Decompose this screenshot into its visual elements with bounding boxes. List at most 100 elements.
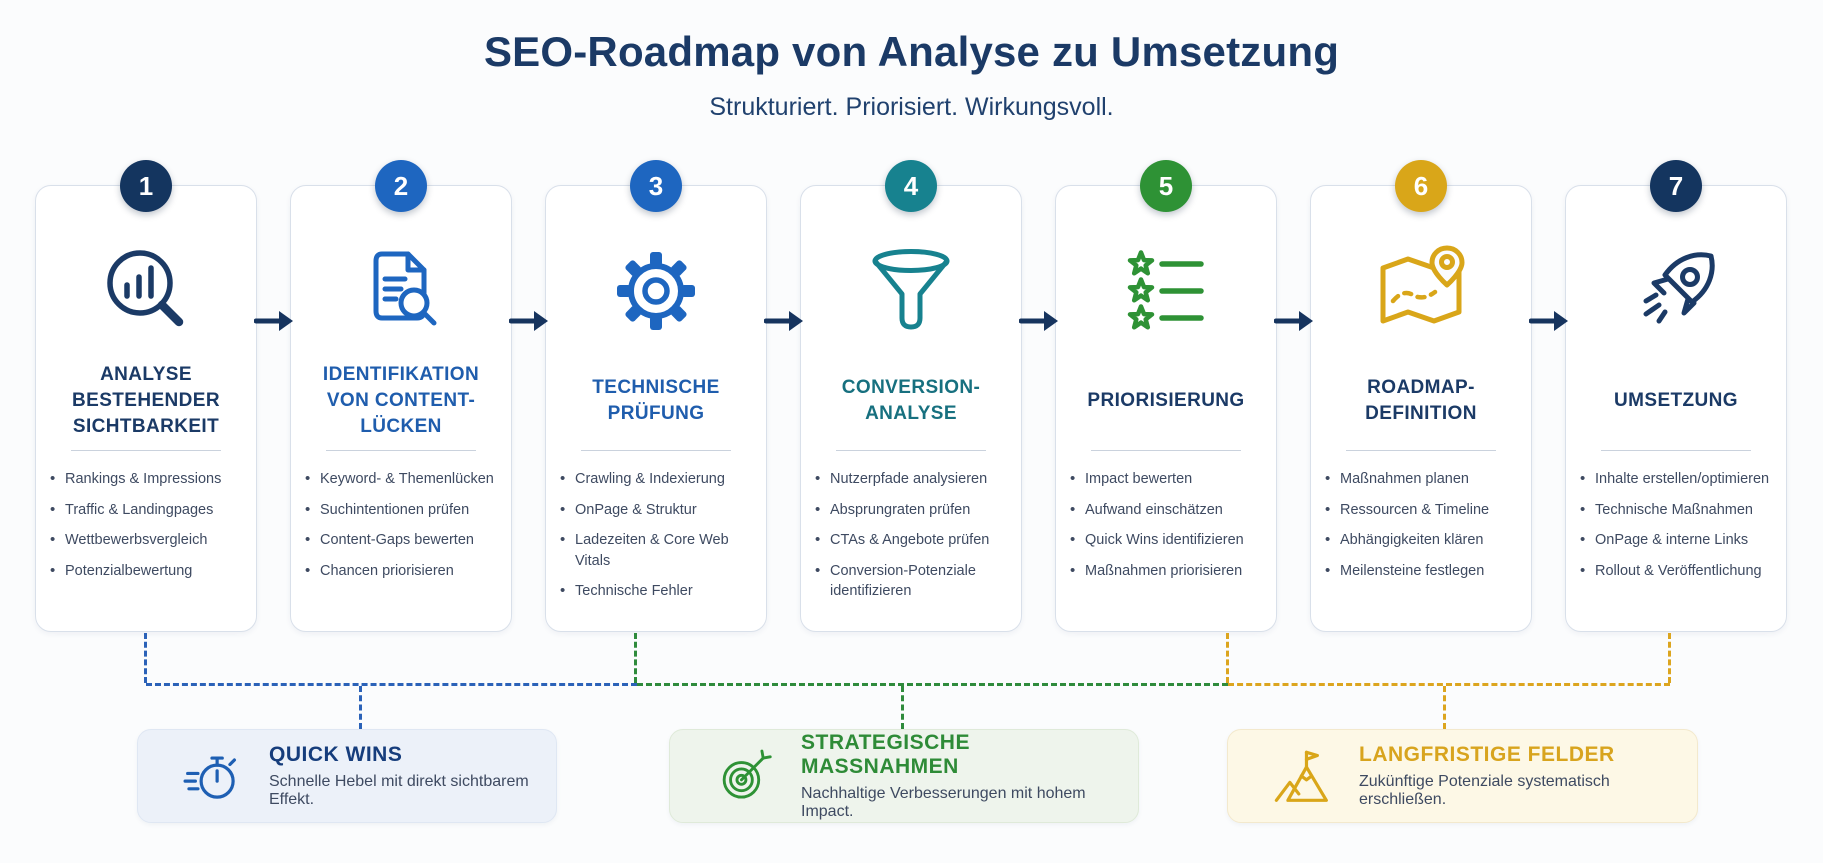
step-divider [1601, 450, 1751, 451]
legend-item: STRATEGISCHE MASSNAHMEN Nachhaltige Verb… [712, 731, 1120, 821]
step-bullet: Ressourcen & Timeline [1325, 499, 1523, 521]
step-bullets: Crawling & IndexierungOnPage & StrukturL… [546, 468, 766, 602]
step-bullet: Chancen priorisieren [305, 560, 503, 582]
legend-text: STRATEGISCHE MASSNAHMEN Nachhaltige Verb… [801, 731, 1120, 821]
step-bullet: Quick Wins identifizieren [1070, 529, 1268, 551]
long-term-fields-box: LANGFRISTIGE FELDER Zukünftige Potenzial… [1227, 729, 1698, 823]
step-bullets: Nutzerpfade analysierenAbsprungraten prü… [801, 468, 1021, 602]
step-bullet: Impact bewerten [1070, 468, 1268, 490]
target-dart-icon [712, 744, 776, 808]
flow-arrow-icon [508, 307, 549, 335]
step-bullet: CTAs & Angebote prüfen [815, 529, 1013, 551]
step-card-2: 3 TECHNISCHE PRÜFUNG Crawling & Indexier… [545, 160, 767, 632]
step-title: ANALYSE BESTEHENDER SICHTBARKEIT [72, 363, 220, 438]
step-bullet: Inhalte erstellen/optimieren [1580, 468, 1778, 490]
legend-title: LANGFRISTIGE FELDER [1359, 743, 1615, 766]
step-card-5: 6 ROADMAP-DEFINITION Maßnahmen planenRes… [1310, 160, 1532, 632]
strategic-connector-horizontal [637, 683, 1228, 686]
steps-row: 1 ANALYSE BESTEHENDER SICHTBARKEIT Ranki… [35, 160, 1787, 632]
step-bullet: Nutzerpfade analysieren [815, 468, 1013, 490]
flow-arrow-icon [1528, 307, 1569, 335]
step-divider [326, 450, 476, 451]
quick-wins-connector-horizontal [146, 683, 637, 686]
step-title: IDENTIFIKATION VON CONTENT-LÜCKEN [322, 363, 480, 438]
step-number-badge: 6 [1395, 160, 1447, 212]
step-bullet: Rankings & Impressions [50, 468, 248, 490]
step-bullet: Maßnahmen planen [1325, 468, 1523, 490]
funnel-icon [801, 230, 1021, 352]
step-bullet: Conversion-Potenziale identifizieren [815, 560, 1013, 602]
strategic-connector-vertical [634, 633, 637, 683]
step-divider [836, 450, 986, 451]
step-title: CONVERSION-ANALYSE [841, 376, 981, 424]
step-bullets: Keyword- & ThemenlückenSuchintentionen p… [291, 468, 511, 582]
step-divider [1091, 450, 1241, 451]
header: SEO-Roadmap von Analyse zu Umsetzung Str… [0, 0, 1823, 122]
step-divider [71, 450, 221, 451]
step-title: UMSETZUNG [1614, 389, 1738, 411]
legend-title: QUICK WINS [269, 743, 403, 766]
legend-item: QUICK WINS Schnelle Hebel mit direkt sic… [180, 743, 538, 809]
step-bullet: Crawling & Indexierung [560, 468, 758, 490]
step-title: TECHNISCHE PRÜFUNG [592, 376, 720, 424]
quick-wins-connector-vertical [144, 633, 147, 683]
step-number-badge: 4 [885, 160, 937, 212]
legend-subtitle: Schnelle Hebel mit direkt sichtbarem Eff… [269, 773, 529, 808]
step-bullet: Aufwand einschätzen [1070, 499, 1268, 521]
step-title: ROADMAP-DEFINITION [1365, 376, 1477, 424]
step-bullet: OnPage & Struktur [560, 499, 758, 521]
step-bullet: Suchintentionen prüfen [305, 499, 503, 521]
mountain-flag-icon [1270, 744, 1334, 808]
long-term-connector-vertical-right [1668, 633, 1671, 683]
step-number-badge: 1 [120, 160, 172, 212]
legend-text: LANGFRISTIGE FELDER Zukünftige Potenzial… [1359, 743, 1679, 809]
step-bullet: Abhängigkeiten klären [1325, 529, 1523, 551]
legend-text: QUICK WINS Schnelle Hebel mit direkt sic… [269, 743, 538, 809]
flow-arrow-icon [763, 307, 804, 335]
step-number-badge: 2 [375, 160, 427, 212]
step-number-badge: 3 [630, 160, 682, 212]
page-subtitle: Strukturiert. Priorisiert. Wirkungsvoll. [709, 93, 1114, 121]
strategic-connector-drop [901, 686, 904, 729]
step-bullet: Rollout & Veröffentlichung [1580, 560, 1778, 582]
step-bullet: Meilensteine festlegen [1325, 560, 1523, 582]
flow-arrow-icon [1273, 307, 1314, 335]
step-card-1: 2 IDENTIFIKATION VON CONTENT-LÜCKEN Keyw… [290, 160, 512, 632]
long-term-connector-horizontal [1228, 683, 1670, 686]
quick-wins-box: QUICK WINS Schnelle Hebel mit direkt sic… [137, 729, 557, 823]
step-bullets: Inhalte erstellen/optimierenTechnische M… [1566, 468, 1786, 582]
stopwatch-icon [180, 744, 244, 808]
step-number-badge: 5 [1140, 160, 1192, 212]
step-bullets: Impact bewertenAufwand einschätzenQuick … [1056, 468, 1276, 582]
step-bullets: Maßnahmen planenRessourcen & TimelineAbh… [1311, 468, 1531, 582]
step-bullet: Wettbewerbsvergleich [50, 529, 248, 551]
step-bullet: Absprungraten prüfen [815, 499, 1013, 521]
legend-title: STRATEGISCHE MASSNAHMEN [801, 731, 970, 778]
step-divider [1346, 450, 1496, 451]
legend-item: LANGFRISTIGE FELDER Zukünftige Potenzial… [1270, 743, 1679, 809]
step-title: PRIORISIERUNG [1087, 389, 1245, 411]
long-term-connector-vertical-left [1226, 633, 1229, 683]
legend-subtitle: Zukünftige Potenziale systematisch ersch… [1359, 773, 1610, 808]
quick-wins-connector-drop [359, 686, 362, 729]
flow-arrow-icon [253, 307, 294, 335]
step-card-3: 4 CONVERSION-ANALYSE Nutzerpfade analysi… [800, 160, 1022, 632]
rocket-icon [1566, 230, 1786, 352]
step-card-6: 7 UMSETZUNG Inhalte erstellen/optimieren… [1565, 160, 1787, 632]
step-bullet: Technische Maßnahmen [1580, 499, 1778, 521]
step-divider [581, 450, 731, 451]
page-title: SEO-Roadmap von Analyse zu Umsetzung [483, 28, 1340, 75]
long-term-connector-drop [1443, 686, 1446, 729]
document-search-icon [291, 230, 511, 352]
star-list-icon [1056, 230, 1276, 352]
step-bullet: Maßnahmen priorisieren [1070, 560, 1268, 582]
step-number-badge: 7 [1650, 160, 1702, 212]
flow-arrow-icon [1018, 307, 1059, 335]
map-pin-icon [1311, 230, 1531, 352]
step-bullet: Traffic & Landingpages [50, 499, 248, 521]
step-bullets: Rankings & ImpressionsTraffic & Landingp… [36, 468, 256, 581]
gear-icon [546, 230, 766, 352]
step-bullet: OnPage & interne Links [1580, 529, 1778, 551]
step-bullet: Keyword- & Themenlücken [305, 468, 503, 490]
